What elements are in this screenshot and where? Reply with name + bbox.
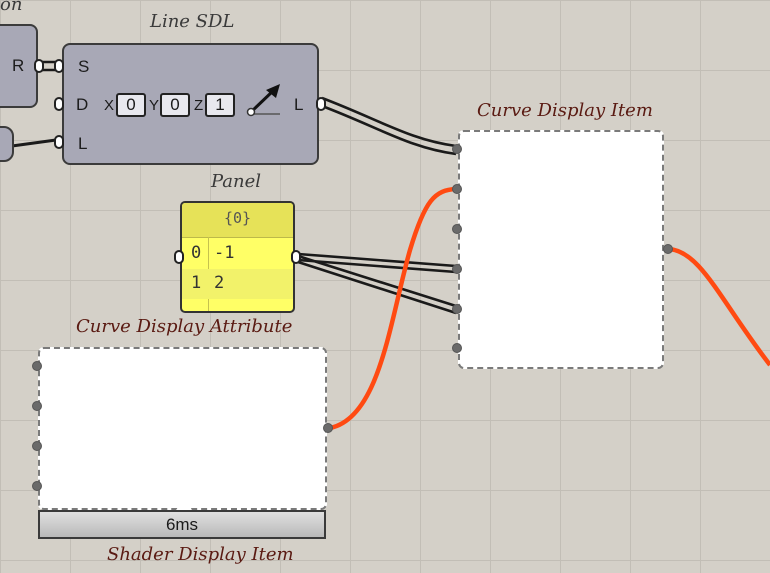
curve-item-input-1[interactable] <box>452 144 462 154</box>
line-sdl-title: Line SDL <box>150 11 235 32</box>
output-grip-r[interactable] <box>34 59 44 73</box>
wire-line-to-curve-item <box>321 96 457 156</box>
panel-header: {0} <box>182 203 293 238</box>
output-l-label: L <box>294 95 304 114</box>
partial-component[interactable]: R <box>0 24 38 108</box>
wire-to-l-input <box>11 138 57 148</box>
curve-item-input-5[interactable] <box>452 304 462 314</box>
attribute-input-2[interactable] <box>32 401 42 411</box>
port-r-label: R <box>12 56 25 75</box>
attribute-output[interactable] <box>323 423 333 433</box>
curve-display-item-title: Curve Display Item <box>477 100 653 121</box>
wire-curve-item-out <box>667 246 770 367</box>
wire-attribute-to-curve-item <box>329 186 457 431</box>
panel-title: Panel <box>211 171 262 192</box>
line-sdl-component[interactable]: S D L L X 0 Y 0 Z 1 <box>62 43 319 165</box>
panel-input-grip[interactable] <box>174 250 184 264</box>
curve-item-input-6[interactable] <box>452 343 462 353</box>
input-s-label: S <box>78 57 90 76</box>
input-l-label: L <box>78 134 88 153</box>
partial-component-2[interactable] <box>0 126 14 162</box>
z-value-field[interactable]: 1 <box>205 93 235 117</box>
input-grip-s[interactable] <box>54 59 64 73</box>
curve-display-attribute-title: Curve Display Attribute <box>76 316 293 337</box>
panel-row-index: 1 <box>191 273 202 293</box>
curve-item-input-2[interactable] <box>452 184 462 194</box>
curve-item-output[interactable] <box>663 244 673 254</box>
panel-row[interactable]: 1 2 <box>182 269 293 299</box>
curve-item-input-4[interactable] <box>452 264 462 274</box>
y-label: Y <box>149 97 160 114</box>
partial-component-title: on <box>0 0 23 15</box>
attribute-input-1[interactable] <box>32 361 42 371</box>
attribute-input-4[interactable] <box>32 481 42 491</box>
curve-display-item-component[interactable] <box>458 130 664 369</box>
x-label: X <box>104 97 115 114</box>
y-value-field[interactable]: 0 <box>160 93 190 117</box>
panel-row-value: -1 <box>214 243 235 263</box>
z-label: Z <box>194 97 204 114</box>
input-d-label: D <box>76 95 89 114</box>
panel-component[interactable]: {0} 0 -1 1 2 <box>180 201 295 313</box>
curve-display-attribute-component[interactable] <box>38 347 327 510</box>
wire-panel-to-curve-item <box>297 252 457 315</box>
timer-notch <box>176 500 192 510</box>
profiler-timer: 6ms <box>38 510 326 539</box>
attribute-input-3[interactable] <box>32 441 42 451</box>
panel-row-index: 0 <box>191 243 202 263</box>
output-grip-l[interactable] <box>316 97 326 111</box>
panel-output-grip[interactable] <box>291 250 301 264</box>
panel-row-value: 2 <box>214 273 225 293</box>
vector-arrow-icon[interactable] <box>246 82 282 118</box>
x-value-field[interactable]: 0 <box>116 93 146 117</box>
input-grip-l[interactable] <box>54 135 64 149</box>
panel-row[interactable]: 0 -1 <box>182 239 293 269</box>
curve-item-input-3[interactable] <box>452 224 462 234</box>
input-grip-d[interactable] <box>54 97 64 111</box>
shader-display-item-title: Shader Display Item <box>107 544 294 565</box>
